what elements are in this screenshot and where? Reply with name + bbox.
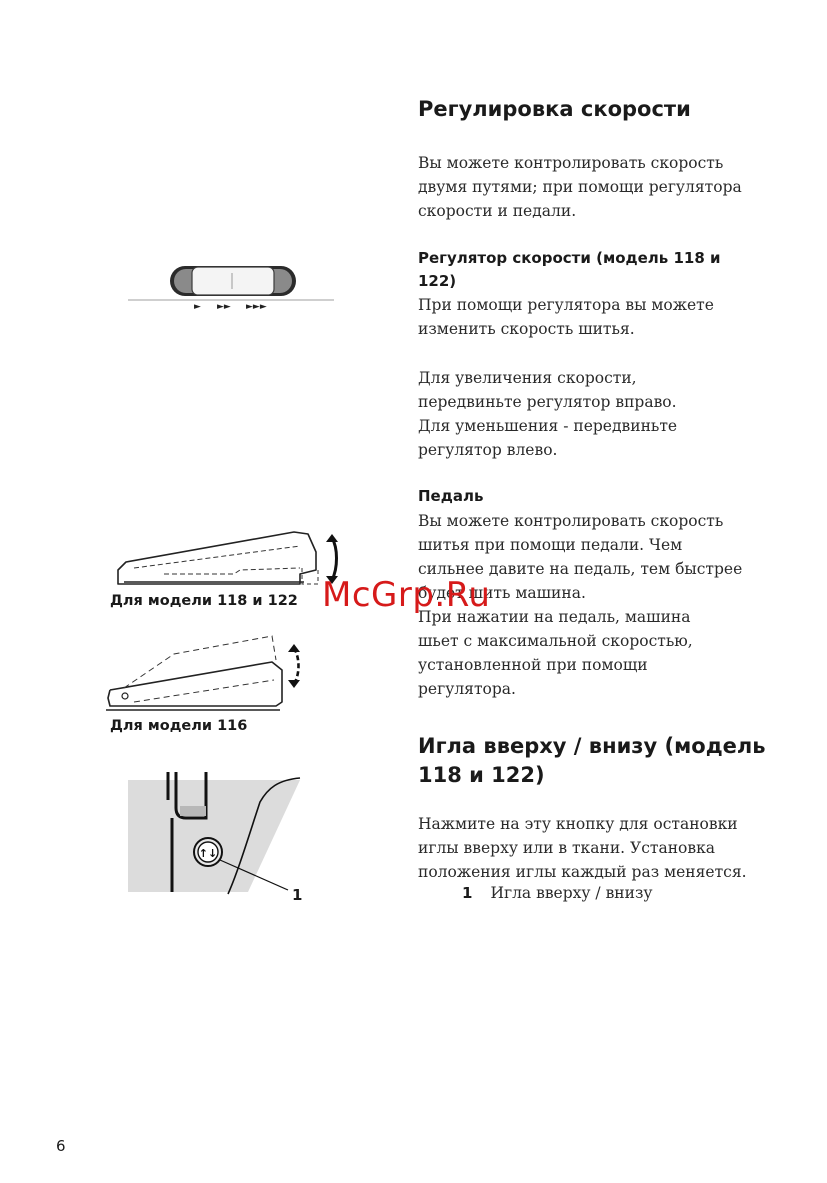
needle-callout-number: 1 — [292, 886, 303, 904]
needle-title-line: Игла вверху / внизу (модель — [418, 734, 766, 758]
needle-text-line: иглы вверху или в ткани. Установка — [418, 839, 716, 857]
speed-intro-line: двумя путями; при помощи регулятора — [418, 178, 742, 196]
speed-intro-line: скорости и педали. — [418, 202, 577, 220]
regulator-heading-line: 122) — [418, 272, 457, 290]
speed-section-title: Регулировка скорости — [418, 97, 691, 121]
needle-text-line: Нажмите на эту кнопку для остановки — [418, 815, 738, 833]
pedal-118-122-drawing — [117, 531, 338, 585]
needle-button-drawing: ↑↓ — [128, 772, 301, 895]
fast-speed-mark: ►►► — [246, 302, 267, 312]
pedal-116-drawing — [106, 635, 300, 711]
speed-intro-line: Вы можете контролировать скорость — [418, 154, 724, 172]
pedal-text-line: При нажатии на педаль, машина — [418, 608, 691, 626]
speed-intro: Вы можете контролировать скорость двумя … — [418, 151, 763, 223]
needle-legend-number: 1 — [462, 884, 473, 902]
regulator-text-1: При помощи регулятора вы можете изменить… — [418, 293, 763, 341]
needle-title-line: 118 и 122) — [418, 763, 545, 787]
pedal-text-1: Вы можете контролировать скорость шитья … — [418, 509, 763, 605]
regulator-text-line: передвиньте регулятор вправо. — [418, 393, 677, 411]
pedal-text-line: будет шить машина. — [418, 584, 586, 602]
regulator-text-line: При помощи регулятора вы можете — [418, 296, 714, 314]
pedal-118-122-caption: Для модели 118 и 122 — [110, 593, 298, 609]
pedal-text-line: шитья при помощи педали. Чем — [418, 536, 683, 554]
needle-button-figure: ↑↓ — [128, 772, 318, 907]
pedal-text-line: регулятора. — [418, 680, 516, 698]
watermark: McGrp.Ru — [322, 575, 491, 615]
regulator-text-2: Для увеличения скорости, передвиньте рег… — [418, 366, 763, 462]
regulator-text-line: Для уменьшения - передвиньте — [418, 417, 678, 435]
regulator-heading: Регулятор скорости (модель 118 и 122) — [418, 247, 763, 293]
pedal-text-line: установленной при помощи — [418, 656, 648, 674]
pedal-text-2: При нажатии на педаль, машина шьет с мак… — [418, 605, 763, 701]
medium-speed-mark: ►► — [217, 302, 231, 312]
needle-legend-item: 1 Игла вверху / внизу — [462, 884, 762, 903]
needle-section-title: Игла вверху / внизу (модель 118 и 122) — [418, 732, 778, 790]
pedal-text-line: шьет с максимальной скоростью, — [418, 632, 693, 650]
pedal-text-line: сильнее давите на педаль, тем быстрее — [418, 560, 743, 578]
pedal-116-figure — [104, 630, 324, 720]
page-number: 6 — [56, 1137, 66, 1155]
regulator-text-line: регулятор влево. — [418, 441, 558, 459]
svg-text:↑↓: ↑↓ — [199, 847, 217, 860]
speed-slider-drawing — [128, 266, 334, 301]
regulator-text-line: изменить скорость шитья. — [418, 320, 635, 338]
pedal-116-caption: Для модели 116 — [110, 718, 248, 734]
needle-text-line: положения иглы каждый раз меняется. — [418, 863, 747, 881]
slow-speed-mark: ► — [194, 302, 201, 312]
regulator-text-line: Для увеличения скорости, — [418, 369, 637, 387]
pedal-118-122-figure — [104, 524, 354, 594]
needle-legend-text: Игла вверху / внизу — [490, 884, 653, 902]
speed-slider-figure: ► ►► ►►► — [128, 262, 338, 322]
pedal-text-line: Вы можете контролировать скорость — [418, 512, 724, 530]
needle-text: Нажмите на эту кнопку для остановки иглы… — [418, 812, 763, 884]
pedal-heading: Педаль — [418, 487, 484, 505]
regulator-heading-line: Регулятор скорости (модель 118 и — [418, 249, 721, 267]
